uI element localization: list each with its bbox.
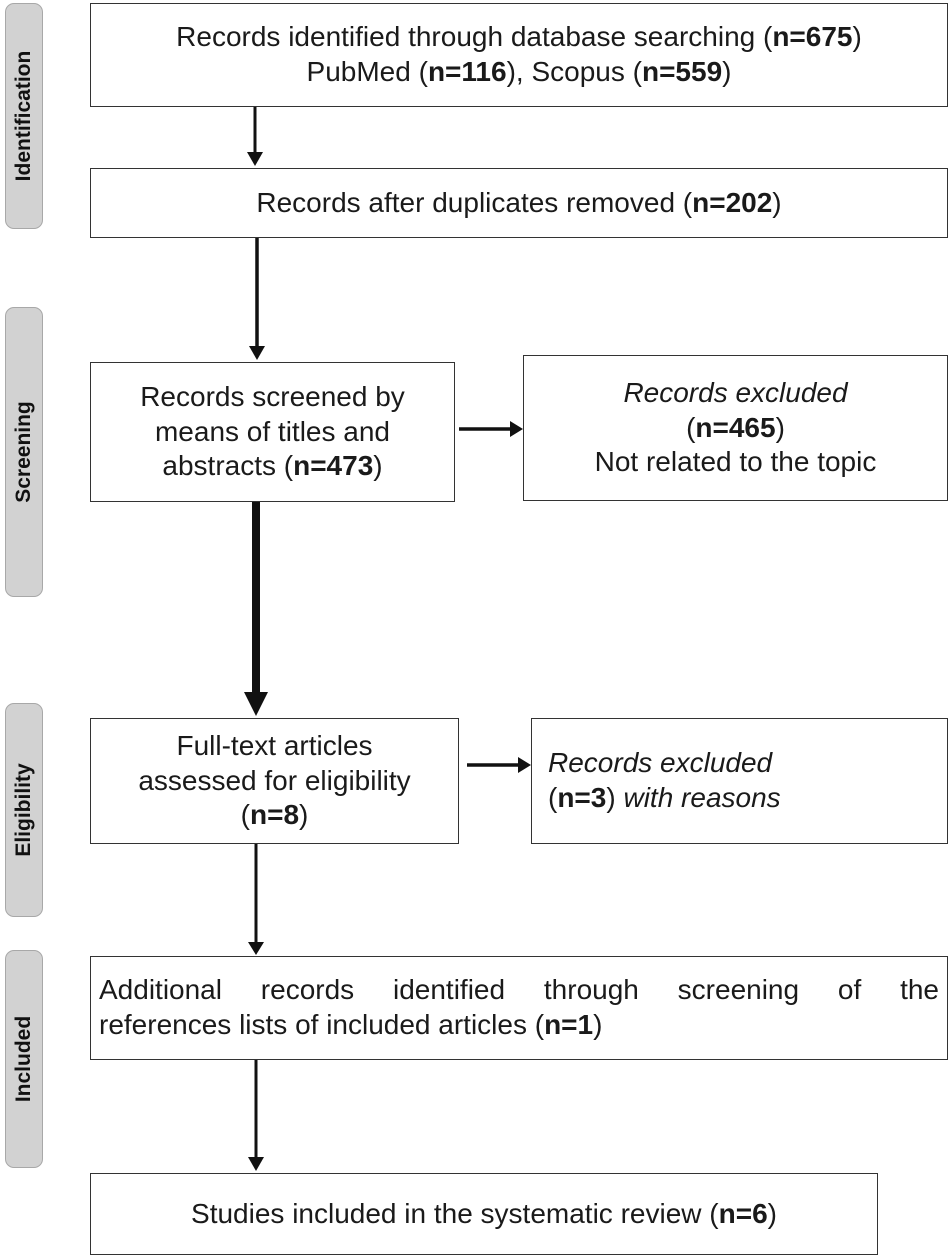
- additional-line-1: Additional records identified through sc…: [99, 974, 939, 1006]
- box-additional-records: Additional records identified through sc…: [90, 956, 948, 1060]
- after-duplicates-text: Records after duplicates removed (n=202): [256, 186, 782, 218]
- excluded-eligibility-line-1: Records excluded: [548, 747, 773, 779]
- arrow-screened-to-full-text: [244, 502, 268, 716]
- arrow-additional-to-included: [248, 1060, 264, 1171]
- stage-identification: Identification: [5, 3, 43, 229]
- box-full-text-assessed: Full-text articles assessed for eligibil…: [90, 718, 459, 844]
- stage-included: Included: [5, 950, 43, 1168]
- screened-line-2: means of titles and: [154, 415, 391, 447]
- full-text-line-1: Full-text articles: [176, 729, 373, 761]
- identified-line-1: Records identified through database sear…: [176, 21, 862, 53]
- excluded-eligibility-line-2: (n=3) with reasons: [548, 782, 781, 813]
- arrow-full-text-to-additional: [248, 844, 264, 955]
- box-excluded-eligibility: Records excluded (n=3) with reasons: [531, 718, 948, 844]
- stage-eligibility: Eligibility: [5, 703, 43, 917]
- excluded-screening-line-3: Not related to the topic: [594, 446, 877, 478]
- arrow-duplicates-to-screened: [249, 238, 265, 360]
- arrow-full-text-to-excluded: [467, 757, 531, 773]
- box-after-duplicates: Records after duplicates removed (n=202): [90, 168, 948, 238]
- box-studies-included: Studies included in the systematic revie…: [90, 1173, 878, 1255]
- box-records-identified: Records identified through database sear…: [90, 3, 948, 107]
- excluded-screening-line-1: Records excluded: [623, 376, 848, 408]
- stage-screening: Screening: [5, 307, 43, 597]
- box-records-screened: Records screened by means of titles and …: [90, 362, 455, 502]
- arrow-screened-to-excluded: [459, 421, 523, 437]
- full-text-line-2: assessed for eligibility: [138, 764, 411, 796]
- screened-line-1: Records screened by: [140, 380, 405, 412]
- additional-line-2: references lists of included articles (n…: [99, 1009, 603, 1040]
- screened-line-3: abstracts (n=473): [162, 450, 383, 482]
- identified-line-2: PubMed (n=116), Scopus (n=559): [306, 56, 732, 87]
- box-excluded-screening: Records excluded (n=465) Not related to …: [523, 355, 948, 501]
- excluded-screening-line-2: (n=465): [686, 411, 785, 443]
- full-text-line-3: (n=8): [240, 799, 309, 831]
- studies-included-text: Studies included in the systematic revie…: [191, 1197, 777, 1229]
- arrow-identified-to-duplicates: [247, 107, 263, 166]
